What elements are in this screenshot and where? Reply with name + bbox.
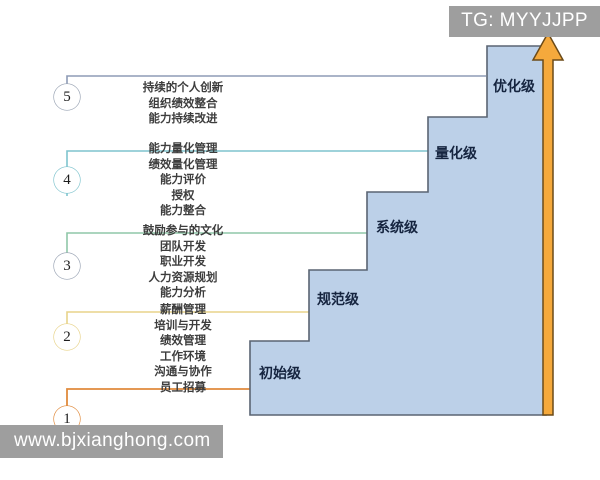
level-number-5: 5 <box>54 84 80 110</box>
tier-label-1: 初始级 <box>259 366 301 382</box>
level-2-practices: 薪酬管理 培训与开发 绩效管理 工作环境 沟通与协作 员工招募 <box>88 303 278 396</box>
connector-line-level-1 <box>66 388 250 409</box>
level-5-practice-item: 组织绩效整合 <box>148 97 218 110</box>
level-number-2-text: 2 <box>63 328 71 345</box>
level-2-practice-item: 培训与开发 <box>154 319 212 332</box>
level-5-practice-item: 持续的个人创新 <box>142 82 224 94</box>
level-number-3: 3 <box>54 253 80 279</box>
tier-label-2: 规范级 <box>317 292 359 308</box>
level-3-practice-item: 鼓励参与的文化 <box>142 225 224 237</box>
level-3-practice-item: 人力资源规划 <box>148 271 218 284</box>
level-4-practice-item: 绩效量化管理 <box>148 158 218 171</box>
level-3-practice-item: 团队开发 <box>160 240 206 253</box>
watermark-top-right: TG: MYYJJPP <box>449 6 600 37</box>
level-number-4-text: 4 <box>63 171 71 188</box>
level-2-practice-item: 工作环境 <box>160 350 206 363</box>
watermark-bottom-left: www.bjxianghong.com <box>0 425 223 458</box>
level-4-practice-item: 能力量化管理 <box>148 143 218 155</box>
level-3-practice-item: 能力分析 <box>160 287 206 299</box>
level-3-practices: 鼓励参与的文化 团队开发 职业开发 人力资源规划 能力分析 <box>88 224 278 302</box>
level-2-practice-item: 员工招募 <box>160 381 206 394</box>
tier-label-3: 系统级 <box>376 220 418 236</box>
level-5-practice-item: 能力持续改进 <box>148 113 218 125</box>
level-number-2: 2 <box>54 324 80 350</box>
level-number-4: 4 <box>54 167 80 193</box>
level-number-5-text: 5 <box>63 88 71 105</box>
level-3-practice-item: 职业开发 <box>160 256 206 268</box>
tier-label-4: 量化级 <box>435 146 477 162</box>
connector-line-level-3 <box>66 232 367 254</box>
level-2-practice-item: 薪酬管理 <box>160 304 206 316</box>
level-4-practice-item: 能力评价 <box>160 174 206 186</box>
level-4-practice-item: 能力整合 <box>160 205 206 217</box>
level-5-practices: 持续的个人创新 组织绩效整合 能力持续改进 <box>88 81 278 128</box>
level-number-3-text: 3 <box>63 257 71 274</box>
level-2-practice-item: 沟通与协作 <box>154 366 212 378</box>
level-4-practice-item: 授权 <box>171 189 195 202</box>
tier-label-5: 优化级 <box>493 79 535 95</box>
upward-progress-arrow <box>531 31 565 416</box>
level-2-practice-item: 绩效管理 <box>160 335 206 347</box>
level-4-practices: 能力量化管理 绩效量化管理 能力评价 授权 能力整合 <box>88 142 278 220</box>
level-number-1-text: 1 <box>63 410 71 427</box>
